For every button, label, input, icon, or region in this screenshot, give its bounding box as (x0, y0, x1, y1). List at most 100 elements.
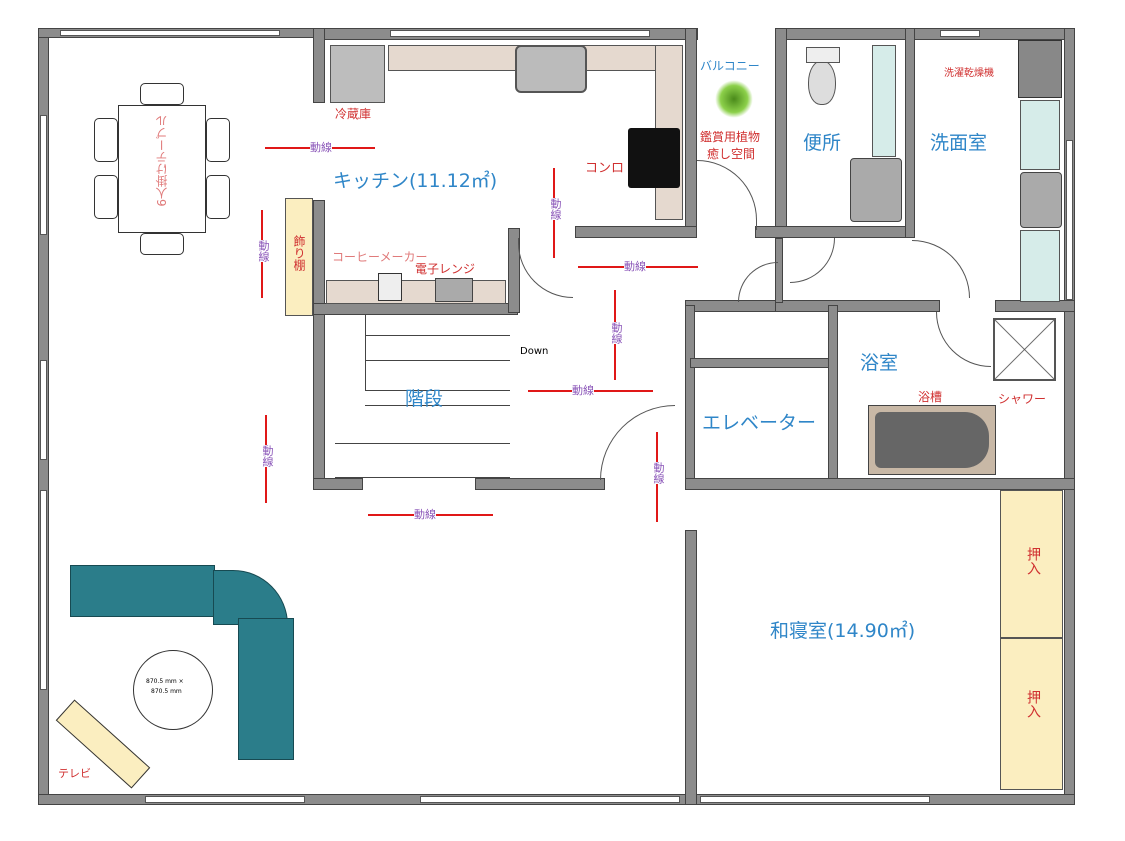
closet-lower (1000, 638, 1063, 790)
wall-elevator-left (685, 305, 695, 490)
stove-label: コンロ (585, 161, 625, 176)
flow-label: 動線 (608, 322, 624, 344)
toilet-sink-icon (850, 158, 902, 222)
chair (140, 233, 184, 255)
flow-label: 動線 (259, 445, 275, 467)
round-table-dim-1: 870.5 mm × (146, 678, 184, 685)
flow-label: 動線 (650, 462, 666, 484)
plant-label-2: 癒し空間 (707, 147, 756, 161)
wall-bath-left (828, 305, 838, 490)
coffee-maker-label: コーヒーメーカー (332, 250, 428, 264)
wash-panel (1020, 100, 1060, 170)
flow-label: 動線 (414, 506, 436, 522)
staircase (335, 315, 510, 480)
dryer-label: 洗濯乾燥機 (944, 68, 994, 79)
wall-bedroom-top (685, 478, 1075, 490)
round-table-dim-2: 870.5 mm (151, 688, 182, 695)
toilet-icon (808, 60, 836, 105)
window-bottom (145, 796, 305, 803)
closet-label-1: 押入 (1025, 547, 1041, 575)
window-bottom-3 (700, 796, 930, 803)
toilet-tank (806, 47, 840, 63)
washbasin-icon (1020, 172, 1062, 228)
stairs-room-label: 階段 (405, 388, 444, 410)
wall-top-right (775, 28, 1075, 40)
stairs-down-label: Down (520, 346, 549, 357)
coffee-maker-icon (378, 273, 402, 301)
wall-bath-top (775, 300, 940, 312)
wall-stair-right (508, 228, 520, 313)
fridge-label: 冷蔵庫 (335, 107, 372, 121)
window-bottom-2 (420, 796, 680, 803)
kitchen-back-counter (326, 280, 506, 304)
wall-stair-bottom (313, 478, 363, 490)
wall-kitchen-left (313, 28, 325, 103)
plant-icon (715, 80, 753, 118)
flow-label: 動線 (310, 139, 332, 155)
wall-elevator-top (690, 358, 835, 368)
closet-label-2: 押入 (1025, 690, 1041, 718)
window-right (1066, 140, 1073, 300)
chair (94, 175, 118, 219)
wall-toilet-right (905, 28, 915, 238)
window-left-3 (40, 490, 47, 690)
window-top-left (60, 30, 280, 36)
sofa-right (238, 618, 294, 760)
round-table (133, 650, 213, 730)
window-left (40, 115, 47, 235)
kitchen-room-label: キッチン(11.12㎡) (333, 170, 498, 192)
tv-label: テレビ (58, 767, 91, 780)
window-top-right (940, 30, 980, 37)
wall-stair-bottom-2 (475, 478, 605, 490)
wall-toilet-left (775, 28, 787, 238)
door[interactable] (697, 160, 757, 230)
stove-icon (628, 128, 680, 188)
sink-icon (515, 45, 587, 93)
shower-icon (993, 318, 1056, 381)
shower-label: シャワー (998, 392, 1047, 406)
door[interactable] (912, 240, 970, 298)
bath-room-label: 浴室 (860, 352, 899, 374)
washroom-label: 洗面室 (930, 132, 988, 154)
shelf-label: 飾り棚 (292, 235, 306, 271)
decorative-shelf (285, 198, 313, 316)
door[interactable] (936, 312, 991, 367)
wall-bedroom-left (685, 530, 697, 805)
toilet-panel (872, 45, 896, 157)
table-label: 6人掛けテーブル (155, 115, 169, 207)
door[interactable] (738, 262, 778, 302)
chair (140, 83, 184, 105)
sofa-left (70, 565, 215, 617)
door[interactable] (518, 238, 573, 298)
chair (206, 118, 230, 162)
bathtub-icon (868, 405, 996, 475)
sofa-corner (213, 570, 288, 625)
wall-kitchen-bottom-right (575, 226, 697, 238)
dining-table (118, 105, 206, 233)
washer-dryer-icon (1018, 40, 1062, 98)
tub-label: 浴槽 (918, 390, 943, 404)
wall-toilet-bottom (755, 226, 915, 238)
wall-kitchen-bottom (313, 303, 518, 315)
microwave-label: 電子レンジ (415, 262, 476, 276)
toilet-room-label: 便所 (803, 132, 842, 154)
door[interactable] (790, 238, 835, 283)
wash-panel-2 (1020, 230, 1060, 302)
wall-kitchen-left-2 (313, 200, 325, 490)
closet-upper (1000, 490, 1063, 638)
chair (206, 175, 230, 219)
fridge-icon (330, 45, 385, 103)
window-kitchen (390, 30, 650, 37)
chair (94, 118, 118, 162)
flow-label: 動線 (624, 258, 646, 274)
flow-label: 動線 (572, 382, 594, 398)
bedroom-label: 和寝室(14.90㎡) (770, 620, 916, 642)
plant-label-1: 鑑賞用植物 (700, 130, 761, 144)
flow-label: 動線 (547, 198, 563, 220)
wall-kitchen-right (685, 28, 697, 238)
microwave-icon (435, 278, 473, 302)
flow-label: 動線 (255, 240, 271, 262)
balcony-label: バルコニー (700, 59, 760, 73)
elevator-label: エレベーター (702, 412, 817, 434)
window-left-2 (40, 360, 47, 460)
